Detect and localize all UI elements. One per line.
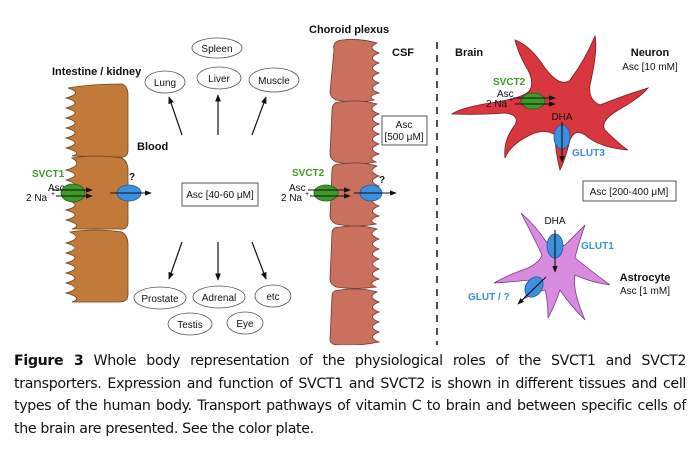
svg-text:Eye: Eye xyxy=(236,319,254,330)
svg-text:SVCT1: SVCT1 xyxy=(32,169,65,180)
svg-text:GLUT1: GLUT1 xyxy=(581,241,614,252)
svg-text:Muscle: Muscle xyxy=(258,76,290,87)
svg-text:GLUT3: GLUT3 xyxy=(572,148,605,159)
unknown-efflux-transporter-intestine: ? xyxy=(110,172,152,202)
organ-muscle: Muscle xyxy=(248,67,300,93)
neuron-concentration: Asc [10 mM] xyxy=(622,62,678,73)
svg-text:Asc: Asc xyxy=(396,120,413,131)
svg-text:Prostate: Prostate xyxy=(141,294,179,305)
organ-liver: Liver xyxy=(196,66,242,90)
svg-text:etc: etc xyxy=(266,292,279,303)
organ-lung: Lung xyxy=(144,70,186,94)
label-blood: Blood xyxy=(137,141,168,153)
svg-text:?: ? xyxy=(379,175,385,186)
glut-unknown-icon xyxy=(524,276,544,298)
svg-text:2 Na: 2 Na xyxy=(281,193,303,204)
svg-text:Asc [40-60 μM]: Asc [40-60 μM] xyxy=(186,190,254,201)
figure-label: Figure 3 xyxy=(14,353,84,369)
caption-text: Whole body representation of the physiol… xyxy=(14,353,686,437)
glut3-transporter: DHA GLUT3 xyxy=(551,112,605,163)
blood-concentration-box: Asc [40-60 μM] xyxy=(181,182,259,207)
csf-concentration-box: Asc [500 μM] xyxy=(381,115,428,146)
choroid-cell-5 xyxy=(329,288,381,345)
svg-text:SVCT2: SVCT2 xyxy=(292,168,325,179)
svg-text:GLUT / ?: GLUT / ? xyxy=(468,292,510,303)
svg-text:Lung: Lung xyxy=(154,78,176,89)
intestine-cell-1 xyxy=(64,83,129,158)
figure-caption: Figure 3 Whole body representation of th… xyxy=(14,350,686,440)
svct1-icon xyxy=(60,183,86,203)
label-astrocyte: Astrocyte xyxy=(620,272,671,284)
choroid-cell-1 xyxy=(329,39,381,103)
svg-text:Testis: Testis xyxy=(177,320,203,331)
brain-concentration-box: Asc [200-400 μM] xyxy=(582,180,677,202)
svg-text:SVCT2: SVCT2 xyxy=(493,77,526,88)
astrocyte-shape xyxy=(493,212,611,321)
arrow-to-muscle xyxy=(251,96,267,136)
svg-text:+: + xyxy=(51,191,55,198)
unknown-efflux-transporter-choroid: ? xyxy=(354,175,397,202)
svg-text:Asc: Asc xyxy=(289,183,306,194)
intestine-cell-2 xyxy=(64,155,129,230)
svg-text:Asc: Asc xyxy=(48,183,65,194)
organ-adrenal: Adrenal xyxy=(192,285,246,309)
glut1-transporter: DHA GLUT1 xyxy=(544,216,614,273)
svg-text:Asc: Asc xyxy=(497,89,514,100)
svg-text:Asc [200-400 μM]: Asc [200-400 μM] xyxy=(590,187,669,198)
organ-testis: Testis xyxy=(167,312,213,336)
label-neuron: Neuron xyxy=(631,47,670,59)
organ-etc: etc xyxy=(254,284,292,308)
astrocyte-concentration: Asc [1 mM] xyxy=(620,286,670,297)
arrow-to-etc xyxy=(251,241,267,280)
svg-text:2 Na: 2 Na xyxy=(26,193,48,204)
arrow-to-lung xyxy=(168,96,183,136)
svg-text:Spleen: Spleen xyxy=(201,44,232,55)
svg-text:Liver: Liver xyxy=(208,74,230,85)
choroid-cell-4 xyxy=(329,225,381,289)
choroid-plexus-epithelium xyxy=(329,39,381,345)
svct1-transporter: SVCT1 Asc 2 Na + xyxy=(26,169,93,204)
organ-prostate: Prostate xyxy=(133,286,187,310)
label-choroid-plexus: Choroid plexus xyxy=(309,24,389,36)
svg-text:2 Na: 2 Na xyxy=(486,99,508,110)
choroid-cell-2 xyxy=(329,100,381,165)
physiology-diagram: Intestine / kidney Blood Choroid plexus … xyxy=(26,24,678,345)
svg-text:Adrenal: Adrenal xyxy=(202,293,236,304)
intestine-cell-3 xyxy=(64,229,129,303)
svct2-transporter-neuron: SVCT2 Asc 2 Na + xyxy=(486,77,556,110)
svg-text:+: + xyxy=(509,97,513,104)
organ-spleen: Spleen xyxy=(191,37,243,59)
svg-text:?: ? xyxy=(129,172,135,183)
label-brain: Brain xyxy=(455,47,483,59)
svg-text:DHA: DHA xyxy=(551,112,572,123)
svg-text:DHA: DHA xyxy=(544,216,565,227)
organ-eye: Eye xyxy=(226,311,264,335)
label-csf: CSF xyxy=(392,47,414,59)
arrow-to-prostate xyxy=(168,241,183,280)
astrocyte-cell xyxy=(493,212,611,321)
svg-text:+: + xyxy=(305,191,309,198)
label-intestine-kidney: Intestine / kidney xyxy=(52,66,142,78)
svct2-icon xyxy=(520,92,546,110)
glut-unknown-transporter: GLUT / ? xyxy=(468,276,547,305)
intestine-epithelium xyxy=(64,83,129,303)
svct2-transporter-choroid: SVCT2 Asc 2 Na + xyxy=(281,168,351,204)
svg-text:[500 μM]: [500 μM] xyxy=(384,132,423,143)
svct2-icon xyxy=(313,184,339,202)
